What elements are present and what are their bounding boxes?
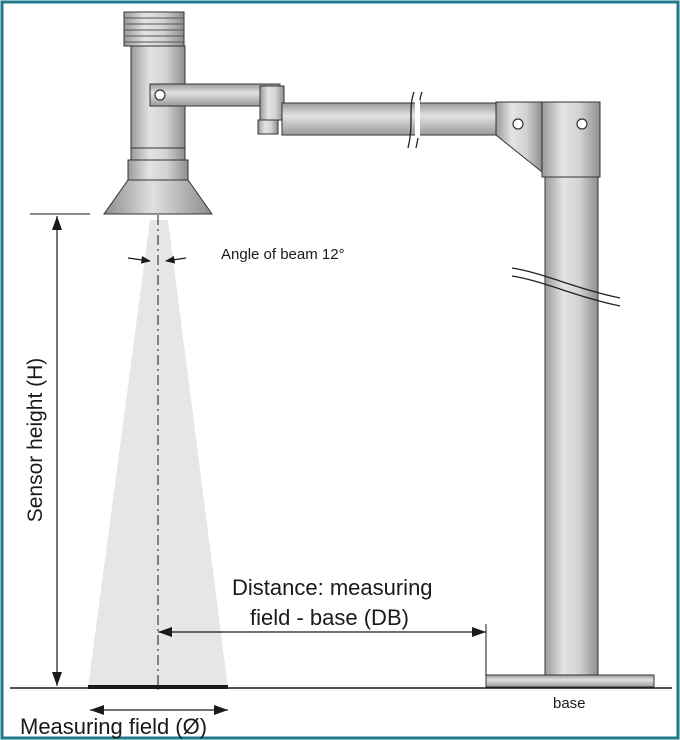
vertical-post <box>511 101 621 678</box>
sensor-housing <box>127 159 189 181</box>
sensor-shield <box>123 11 185 47</box>
horizontal-arm <box>281 91 499 149</box>
distance-label-line-1: Distance: measuring <box>232 575 433 600</box>
sensor-horn <box>103 179 213 215</box>
sensor-clamp <box>149 83 285 135</box>
sensor-collar <box>130 147 186 161</box>
measuring-field-label: Measuring field (Ø) <box>20 714 208 739</box>
distance-db-dimension <box>158 624 487 676</box>
angle-arrow-right <box>165 255 187 264</box>
distance-label-line-2: field - base (DB) <box>250 605 409 630</box>
sensor-beam <box>88 220 228 688</box>
base-plate <box>485 674 655 688</box>
base-label: base <box>553 695 586 712</box>
angle-of-beam-label: Angle of beam 12° <box>221 246 345 263</box>
sensor-height-dimension <box>30 213 90 686</box>
sensor-height-label: Sensor height (H) <box>24 357 47 523</box>
measuring-field-dimension <box>88 685 228 715</box>
angle-arrow-left <box>127 256 151 264</box>
